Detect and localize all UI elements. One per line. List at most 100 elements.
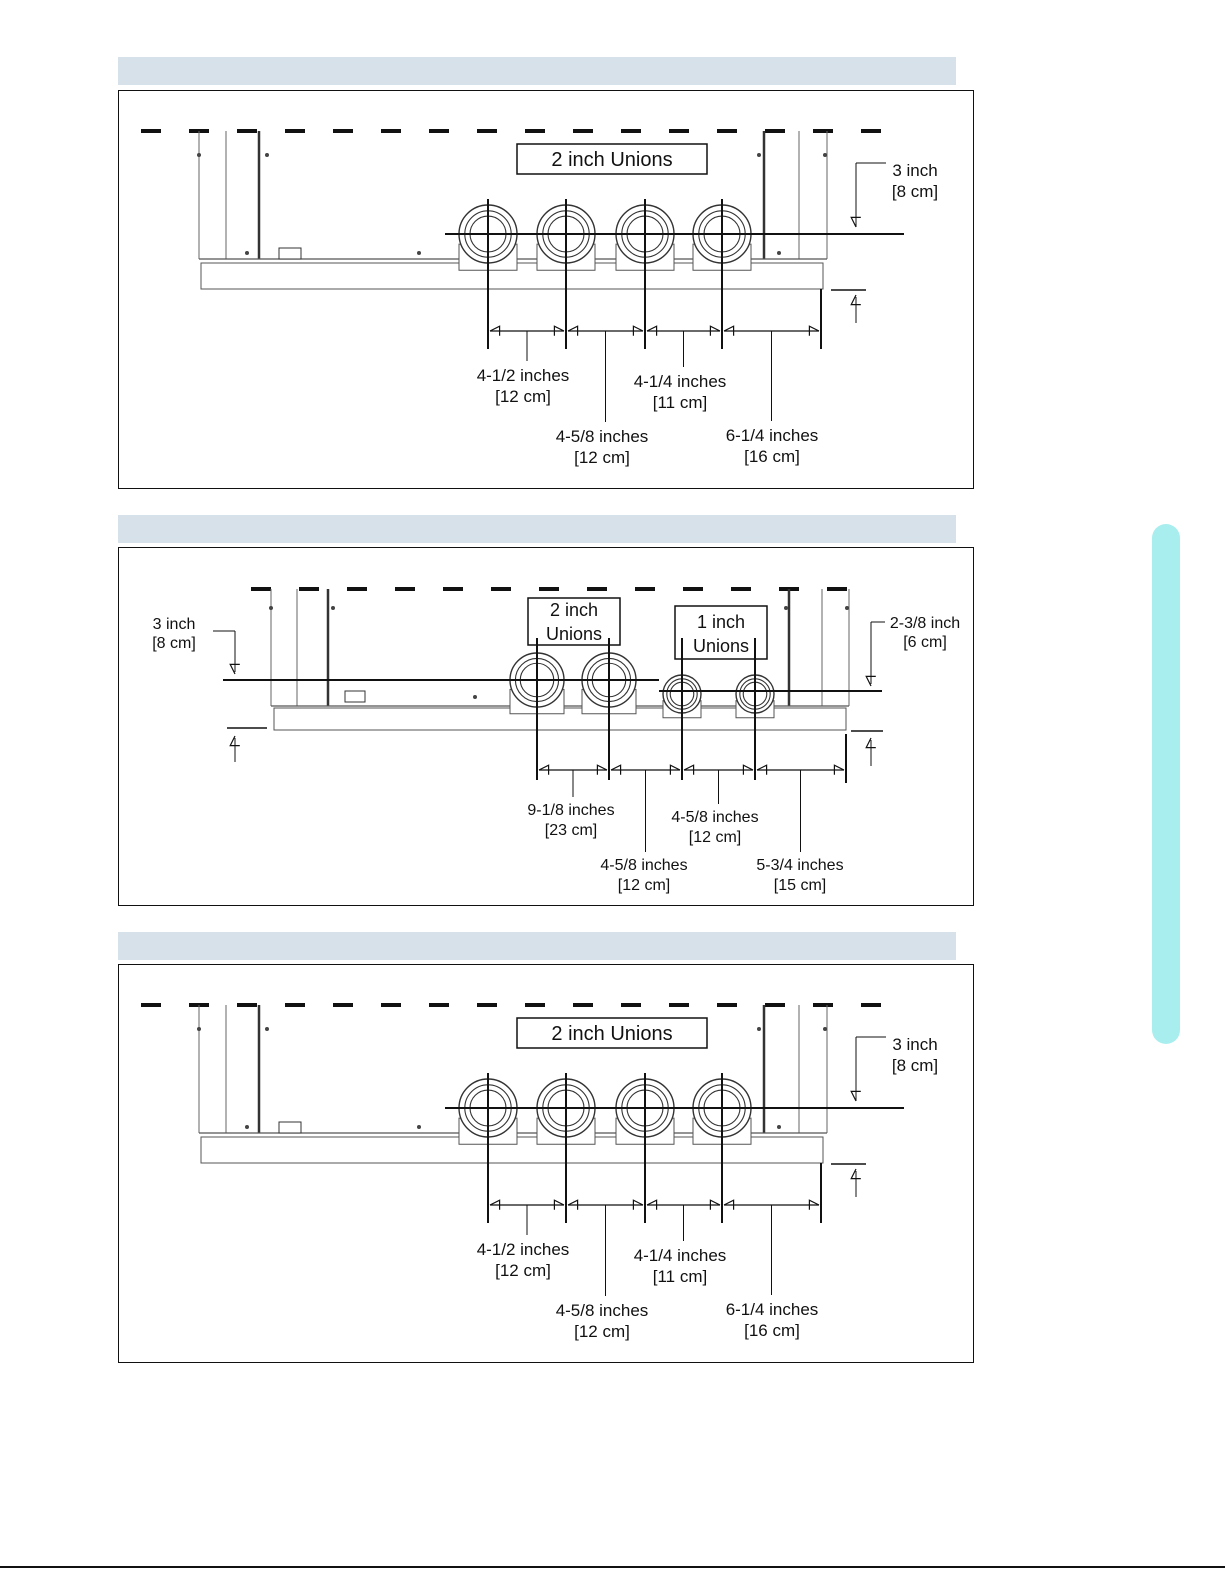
dimension-3-label-line2: [11 cm]: [653, 393, 707, 412]
dimension-arrow-4-head-left: [723, 325, 735, 336]
offset-top-label-line1: 3 inch: [892, 161, 937, 180]
dimension-2-label-line2: [12 cm]: [574, 1322, 630, 1341]
screw-5: [417, 251, 421, 255]
offset-right-label-line1: 2-3/8 inch: [890, 615, 960, 632]
dimension-4-label-line2: [16 cm]: [744, 1321, 800, 1340]
union-label-1inch-line2: Unions: [693, 636, 749, 656]
offset-left-label-line2: [8 cm]: [152, 635, 196, 652]
dimension-arrow-3-head-right: [709, 325, 721, 336]
dimension-2-label-line1: 4-5/8 inches: [600, 857, 687, 874]
dimension-3-label-line1: 4-1/4 inches: [634, 372, 727, 391]
union-label-2inch-line1: 2 inch: [550, 600, 598, 620]
section-side-tab: [1152, 524, 1180, 1044]
figure-2-header-bar: [118, 515, 956, 543]
dimension-4-label-line2: [16 cm]: [744, 447, 800, 466]
screw-6: [777, 1125, 781, 1129]
dimension-2-label-line1: 4-5/8 inches: [556, 427, 649, 446]
figure-3-four-unions-diagram: 2 inch Unions 3 inch [8 cm] 4-1/2 inches [12…: [118, 964, 974, 1363]
dimension-arrow-2-head-right: [669, 764, 681, 775]
screw-3: [823, 1027, 827, 1031]
union-label: 2 inch Unions: [551, 149, 672, 171]
offset-top-label-line2: [8 cm]: [892, 1056, 938, 1075]
screw-0: [197, 1027, 201, 1031]
dimension-arrow-4-head-left: [756, 764, 768, 775]
dimension-2-label-line2: [12 cm]: [574, 448, 630, 467]
dimension-arrow-3-head-left: [646, 1199, 658, 1210]
offset-left-arrow-up: [229, 735, 240, 747]
dimension-arrow-1-head-left: [489, 1199, 501, 1210]
screw-6: [777, 251, 781, 255]
screw-4: [245, 1125, 249, 1129]
dimension-3-label-line2: [11 cm]: [653, 1267, 707, 1286]
dimension-arrow-1-head-right: [596, 764, 608, 775]
screw-4: [245, 251, 249, 255]
figure-1-four-unions-diagram: 2 inch Unions 3 inch [8 cm] 4-1/2 inches [12…: [118, 90, 974, 489]
screw-5: [417, 1125, 421, 1129]
dimension-arrow-3-head-right: [709, 1199, 721, 1210]
dimension-4-label-line2: [15 cm]: [774, 877, 826, 894]
screw-4: [473, 695, 477, 699]
union-label-1inch-line1: 1 inch: [697, 612, 745, 632]
screw-2: [757, 1027, 761, 1031]
dimension-1-label-line2: [12 cm]: [495, 1261, 551, 1280]
screw-2: [784, 606, 788, 610]
dimension-arrow-3-head-right: [742, 764, 754, 775]
dimension-2-label-line1: 4-5/8 inches: [556, 1301, 649, 1320]
dimension-arrow-4-head-right: [808, 325, 820, 336]
dimension-4-label-line1: 6-1/4 inches: [726, 1300, 819, 1319]
offset-top-arrow-down: [850, 216, 861, 228]
dimension-arrow-2-head-left: [610, 764, 622, 775]
dimension-arrow-1-head-left: [538, 764, 550, 775]
offset-top-arrow-down: [850, 1090, 861, 1102]
dimension-arrow-1-head-right: [553, 325, 565, 336]
dimension-4-label-line1: 5-3/4 inches: [756, 857, 843, 874]
dimension-3-label-line2: [12 cm]: [689, 829, 741, 846]
dimension-1-label-line2: [12 cm]: [495, 387, 551, 406]
offset-base-arrow-up: [850, 294, 861, 306]
dimension-arrow-3-head-left: [683, 764, 695, 775]
union-label-2inch-line2: Unions: [546, 624, 602, 644]
dimension-3-label-line1: 4-1/4 inches: [634, 1246, 727, 1265]
screw-1: [265, 153, 269, 157]
union-label-box-1inch: [674, 605, 768, 660]
offset-top-label-line1: 3 inch: [892, 1035, 937, 1054]
dimension-arrow-2-head-right: [632, 1199, 644, 1210]
union-label: 2 inch Unions: [551, 1023, 672, 1045]
electrical-connector: [278, 1121, 302, 1134]
dimension-arrow-2-head-left: [567, 325, 579, 336]
dimension-arrow-4-head-right: [808, 1199, 820, 1210]
dimension-1-label-line1: 4-1/2 inches: [477, 1240, 570, 1259]
offset-right-arrow-up: [865, 737, 876, 749]
dimension-arrow-3-head-left: [646, 325, 658, 336]
offset-left-arrow-down: [229, 663, 240, 675]
offset-right-arrow-down: [865, 675, 876, 687]
dimension-arrow-1-head-left: [489, 325, 501, 336]
electrical-connector: [344, 690, 366, 703]
dimension-2-label-line2: [12 cm]: [618, 877, 670, 894]
diagram-canvas: 2 inch Unions 3 inch [8 cm] 4-1/2 inches [12…: [141, 129, 938, 467]
screw-2: [757, 153, 761, 157]
dimension-1-label-line1: 9-1/8 inches: [527, 802, 614, 819]
figure-3-header-bar: [118, 932, 956, 960]
dimension-1-label-line1: 4-1/2 inches: [477, 366, 570, 385]
dimension-arrow-4-head-right: [833, 764, 845, 775]
union-label-box: [516, 143, 708, 175]
dimension-4-label-line1: 6-1/4 inches: [726, 426, 819, 445]
dimension-arrow-1-head-right: [553, 1199, 565, 1210]
screw-0: [197, 153, 201, 157]
diagram-canvas: 2 inch Unions 3 inch [8 cm] 4-1/2 inches [12…: [141, 1003, 938, 1341]
screw-0: [269, 606, 273, 610]
screw-1: [265, 1027, 269, 1031]
offset-base-arrow-up: [850, 1168, 861, 1180]
dimension-arrow-2-head-right: [632, 325, 644, 336]
figure-1-header-bar: [118, 57, 956, 85]
footer-rule: [0, 1566, 1225, 1568]
dimension-arrow-2-head-left: [567, 1199, 579, 1210]
offset-top-label-line2: [8 cm]: [892, 182, 938, 201]
union-label-box: [516, 1017, 708, 1049]
dimension-arrow-4-head-left: [723, 1199, 735, 1210]
screw-3: [823, 153, 827, 157]
union-label-box-2inch: [527, 597, 621, 646]
